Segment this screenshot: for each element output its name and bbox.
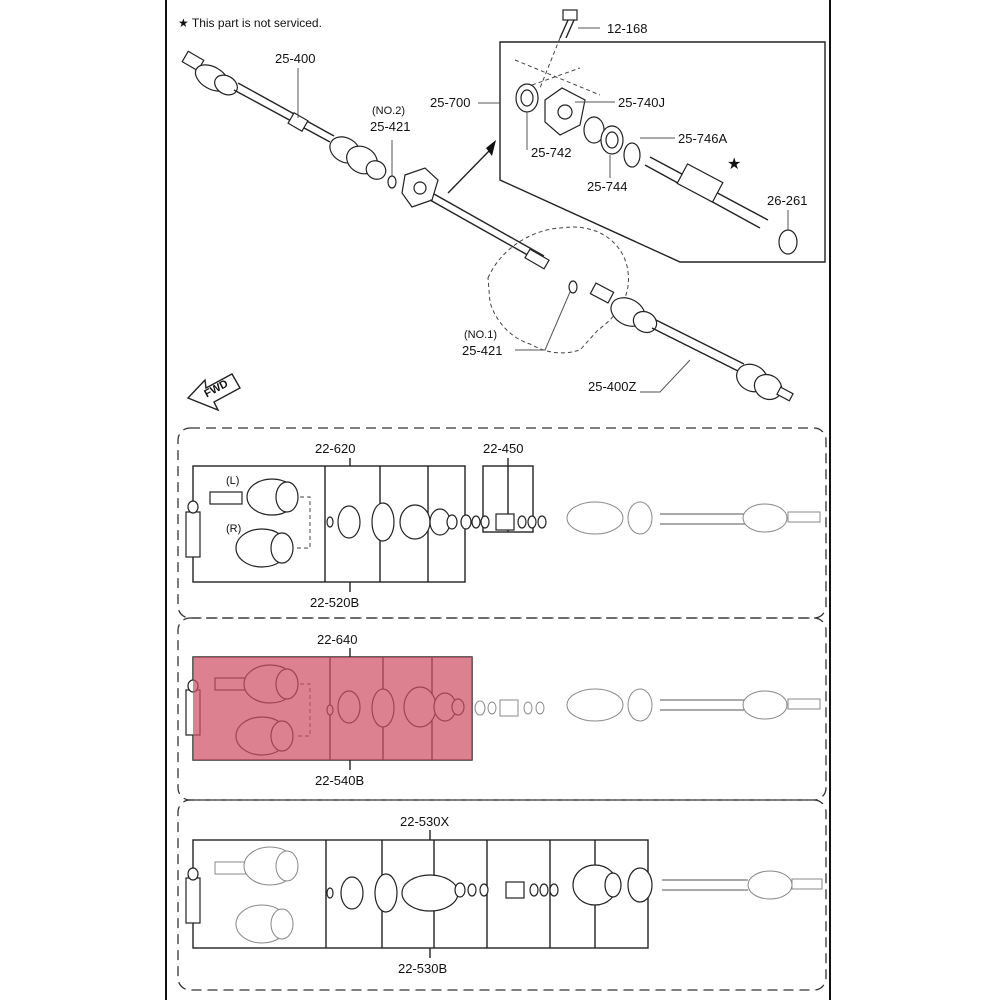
bolt-12-168 xyxy=(539,9,600,89)
label-left-side: (L) xyxy=(226,475,240,487)
fwd-arrow-icon xyxy=(186,373,241,412)
label-25-421-no2[interactable]: 25-421 xyxy=(370,119,411,134)
note-text: This part is not serviced. xyxy=(191,16,322,30)
label-no2: (NO.2) xyxy=(372,105,405,117)
label-right-side: (R) xyxy=(226,523,242,535)
label-22-520b[interactable]: 22-520B xyxy=(310,595,360,610)
label-12-168[interactable]: 12-168 xyxy=(607,21,648,36)
highlighted-kit-22-540b[interactable] xyxy=(193,657,472,760)
label-25-421-no1[interactable]: 25-421 xyxy=(462,343,503,358)
label-22-530b[interactable]: 22-530B xyxy=(398,961,448,976)
label-no1: (NO.1) xyxy=(464,329,497,341)
joint-shaft xyxy=(401,167,550,270)
label-22-620[interactable]: 22-620 xyxy=(315,441,356,456)
panel-1-kit xyxy=(185,458,821,592)
label-25-400z[interactable]: 25-400Z xyxy=(588,379,637,394)
label-25-400[interactable]: 25-400 xyxy=(275,51,316,66)
star-icon: ★ xyxy=(178,16,189,30)
panel-2-outline xyxy=(177,617,827,801)
label-25-740j[interactable]: 25-740J xyxy=(618,95,665,110)
not-serviced-star-icon: ★ xyxy=(727,156,742,173)
page-frame xyxy=(165,0,831,1000)
label-25-742[interactable]: 25-742 xyxy=(531,145,572,160)
label-22-540b[interactable]: 22-540B xyxy=(315,773,365,788)
circlip-no1 xyxy=(568,280,578,294)
label-26-261[interactable]: 26-261 xyxy=(767,193,808,208)
not-serviced-note: ★ This part is not serviced. xyxy=(178,16,322,30)
bearing-detail xyxy=(514,59,798,255)
label-25-746a[interactable]: 25-746A xyxy=(678,131,728,146)
label-22-640[interactable]: 22-640 xyxy=(317,632,358,647)
label-25-700[interactable]: 25-700 xyxy=(430,95,471,110)
circlip-no2 xyxy=(387,175,397,189)
panel-3-outline xyxy=(177,799,827,991)
label-22-530x[interactable]: 22-530X xyxy=(400,814,450,829)
driveshaft-right xyxy=(589,282,794,402)
label-25-744[interactable]: 25-744 xyxy=(587,179,628,194)
driveshaft-left xyxy=(181,50,387,180)
label-22-450[interactable]: 22-450 xyxy=(483,441,524,456)
panel-3-kit xyxy=(185,830,823,958)
